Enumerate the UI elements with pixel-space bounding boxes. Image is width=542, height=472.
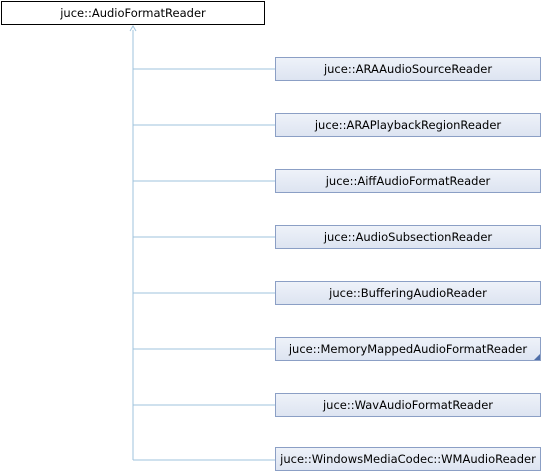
derived-class-node-audio-subsection-reader[interactable]: juce::AudioSubsectionReader [275, 225, 541, 249]
derived-class-node-ara-audio-source-reader[interactable]: juce::ARAAudioSourceReader [275, 57, 541, 81]
derived-class-label: juce::ARAPlaybackRegionReader [314, 118, 502, 132]
derived-class-label: juce::ARAAudioSourceReader [323, 62, 493, 76]
derived-class-node-wav-audio-format-reader[interactable]: juce::WavAudioFormatReader [275, 393, 541, 417]
derived-class-label: juce::MemoryMappedAudioFormatReader [288, 342, 528, 356]
derived-class-node-wm-audio-reader[interactable]: juce::WindowsMediaCodec::WMAudioReader [275, 447, 541, 471]
derived-class-label: juce::AiffAudioFormatReader [325, 174, 491, 188]
base-class-node: juce::AudioFormatReader [1, 1, 265, 25]
derived-class-label: juce::WavAudioFormatReader [322, 398, 494, 412]
base-class-label: juce::AudioFormatReader [60, 6, 206, 20]
derived-class-node-buffering-audio-reader[interactable]: juce::BufferingAudioReader [275, 281, 541, 305]
derived-class-label: juce::WindowsMediaCodec::WMAudioReader [280, 452, 536, 466]
derived-class-label: juce::AudioSubsectionReader [323, 230, 493, 244]
derived-class-node-aiff-audio-format-reader[interactable]: juce::AiffAudioFormatReader [275, 169, 541, 193]
derived-class-node-memory-mapped-audio-format-reader[interactable]: juce::MemoryMappedAudioFormatReader [275, 337, 541, 361]
derived-class-node-ara-playback-region-reader[interactable]: juce::ARAPlaybackRegionReader [275, 113, 541, 137]
derived-class-label: juce::BufferingAudioReader [329, 286, 487, 300]
inheritance-arrow-icon [129, 25, 137, 32]
has-more-marker-icon [534, 354, 540, 360]
